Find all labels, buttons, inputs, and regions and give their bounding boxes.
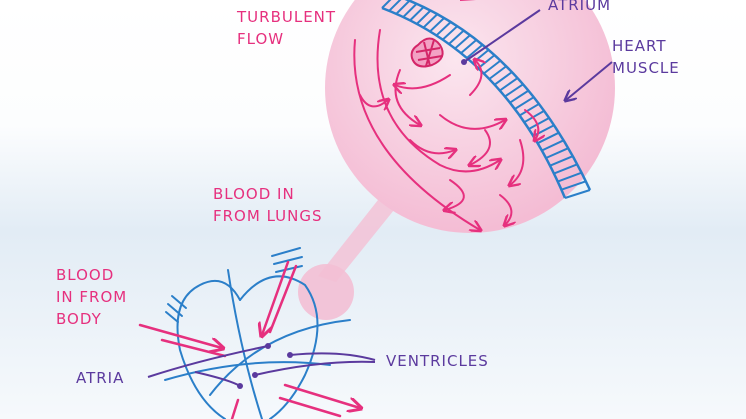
- muscle-hatch: [402, 3, 418, 18]
- muscle-hatch: [504, 83, 524, 98]
- muscle-hatch: [541, 139, 565, 152]
- muscle-hatch: [561, 180, 587, 191]
- muscle-hatch: [388, 0, 402, 12]
- heart-muscle-arrow: [566, 61, 613, 100]
- magnified-bubble: [325, 0, 615, 233]
- muscle-hatch: [381, 0, 392, 9]
- muscle-hatch: [409, 6, 425, 22]
- muscle-hatch: [549, 155, 574, 167]
- muscle-hatch: [442, 25, 458, 41]
- muscle-hatch: [493, 71, 513, 86]
- muscle-hatch: [448, 29, 465, 45]
- clot-scribble: [410, 37, 444, 68]
- turbulent-flow-arrows: [353, 29, 538, 230]
- chamber-dots: [237, 343, 293, 389]
- muscle-hatch: [483, 59, 502, 75]
- label-heart-muscle: HEART MUSCLE: [612, 37, 680, 77]
- label-atria: ATRIA: [76, 369, 125, 387]
- muscle-hatch: [523, 109, 545, 124]
- label-ventricles: VENTRICLES: [386, 352, 489, 370]
- zoom-origin: [298, 264, 354, 320]
- zoom-connector: [318, 200, 394, 282]
- muscle-hatch: [557, 171, 582, 183]
- muscle-hatch: [564, 189, 591, 199]
- muscle-hatch: [395, 0, 411, 15]
- label-blood-from-body: BLOOD IN FROM BODY: [56, 266, 128, 328]
- atrium-dot: [461, 59, 467, 65]
- muscle-hatch: [460, 39, 478, 54]
- atrium-pointer: [463, 9, 541, 63]
- motion-marks: [165, 247, 303, 323]
- muscle-hatch: [466, 43, 484, 59]
- muscle-hatch: [514, 96, 535, 110]
- muscle-hatch: [553, 163, 578, 175]
- label-turbulent-flow: TURBULENT FLOW: [237, 8, 337, 48]
- label-atrium: ATRIUM: [548, 0, 612, 14]
- muscle-hatch: [545, 147, 569, 159]
- muscle-hatch: [488, 65, 507, 80]
- muscle-hatch: [528, 117, 550, 130]
- muscle-hatch: [429, 17, 445, 33]
- muscle-hatch: [499, 77, 519, 92]
- inflow-arrows: [138, 260, 360, 419]
- muscle-hatch: [416, 9, 432, 25]
- muscle-hatch: [519, 103, 540, 117]
- label-blood-from-lungs: BLOOD IN FROM LUNGS: [213, 185, 323, 225]
- muscle-hatch: [454, 34, 471, 50]
- muscle-hatch: [435, 21, 452, 37]
- muscle-hatch: [509, 89, 529, 104]
- muscle-hatch: [422, 13, 439, 29]
